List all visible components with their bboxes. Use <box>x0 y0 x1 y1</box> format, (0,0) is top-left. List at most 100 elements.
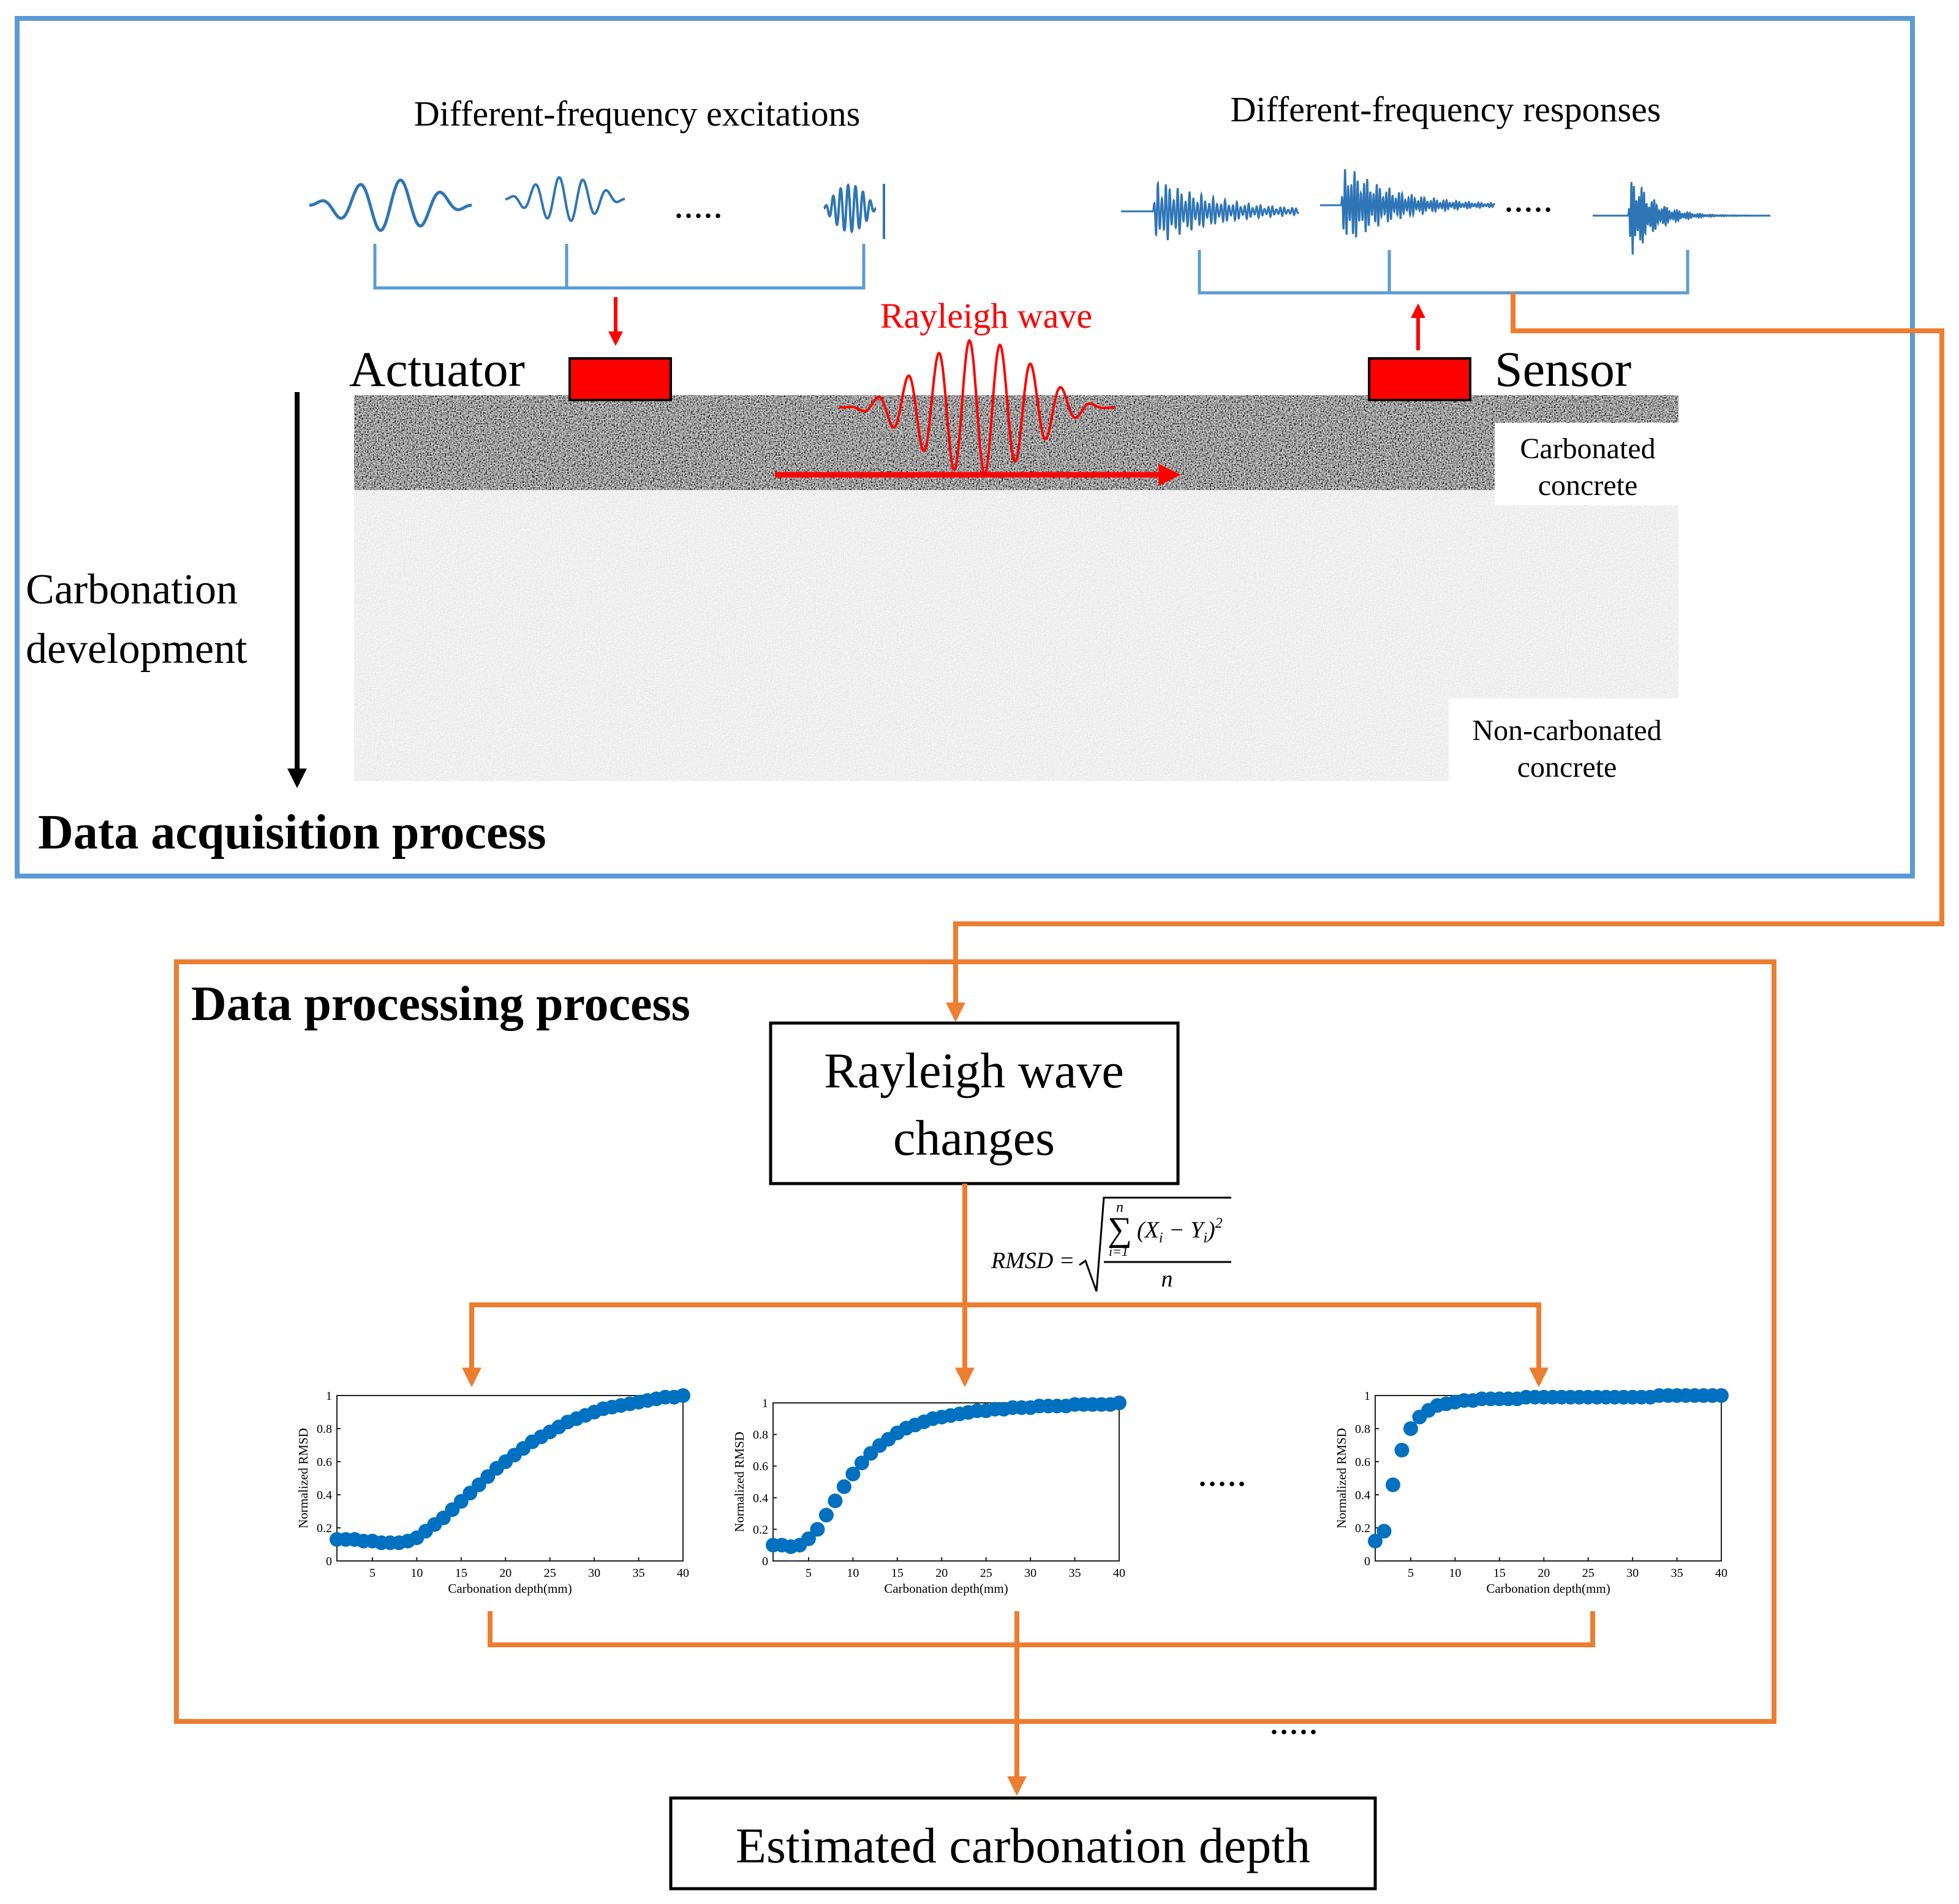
rmsd-plot-2: 5 10 15 20 25 30 35 40 0 0.2 0.4 0.6 0.8 1Carbonation… <box>732 1396 1127 1596</box>
data-point <box>854 1456 869 1471</box>
acquisition-box <box>15 16 1915 878</box>
carbonation-label-line2: development <box>26 625 247 673</box>
x-tick-label: 40 <box>1113 1566 1125 1580</box>
excitation-wave-3 <box>823 183 885 239</box>
carbonated-label-line2: concrete <box>1538 469 1638 502</box>
data-point <box>1112 1396 1127 1410</box>
x-tick-label: 5 <box>1408 1566 1414 1580</box>
data-point <box>828 1493 843 1508</box>
connector-to-left-plot <box>469 1302 1541 1383</box>
connector-responses-to-processing <box>946 293 1944 1022</box>
plot-frame <box>336 1395 684 1562</box>
sensor-label: Sensor <box>1495 341 1631 397</box>
sensor-icon <box>1368 357 1471 401</box>
formula-lhs: RMSD = <box>991 1248 1074 1274</box>
rayleigh-changes-box <box>769 1021 1180 1185</box>
rayleigh-changes-line1: Rayleigh wave <box>824 1043 1124 1098</box>
data-point <box>818 1508 834 1523</box>
x-tick-label: 30 <box>1024 1566 1036 1580</box>
rayleigh-wave-label: Rayleigh wave <box>880 296 1092 336</box>
data-point <box>845 1467 861 1482</box>
x-axis-label: Carbonation depth(mm) <box>884 1581 1008 1596</box>
y-tick-label: 0.6 <box>1355 1456 1370 1469</box>
x-tick-label: 35 <box>633 1566 645 1580</box>
label-bg-noncarbonated <box>1449 698 1678 784</box>
y-tick-label: 0.8 <box>753 1429 768 1442</box>
x-tick-label: 35 <box>1671 1566 1683 1580</box>
y-axis-label: Normalized RMSD <box>1334 1428 1349 1528</box>
x-tick-label: 15 <box>891 1566 904 1580</box>
y-tick-label: 0 <box>762 1555 768 1568</box>
x-tick-label: 10 <box>847 1566 859 1580</box>
data-point <box>1394 1443 1410 1458</box>
x-axis-label: Carbonation depth(mm) <box>448 1581 572 1596</box>
x-tick-label: 15 <box>455 1566 467 1580</box>
y-tick-label: 0 <box>326 1555 332 1568</box>
plot-frame <box>1375 1395 1722 1562</box>
x-tick-label: 5 <box>806 1566 812 1580</box>
data-point <box>1368 1533 1383 1549</box>
y-tick-label: 0 <box>1364 1555 1370 1568</box>
y-tick-label: 0.6 <box>317 1456 332 1469</box>
y-tick-label: 1 <box>326 1389 332 1403</box>
data-point <box>1403 1421 1418 1436</box>
y-tick-label: 0.2 <box>317 1522 332 1535</box>
excitations-title: Different-frequency excitations <box>414 94 860 134</box>
data-point <box>1714 1388 1729 1403</box>
estimated-depth-label: Estimated carbonation depth <box>736 1818 1310 1873</box>
rmsd-formula: RMSD = n ∑ i=1 (Xi − Yi)2 n <box>991 1196 1231 1292</box>
y-tick-label: 0.8 <box>317 1422 332 1436</box>
x-tick-label: 30 <box>588 1566 600 1580</box>
data-point <box>676 1388 690 1403</box>
y-tick-label: 1 <box>1364 1389 1370 1403</box>
x-tick-label: 40 <box>677 1566 689 1580</box>
y-tick-label: 0.2 <box>1355 1522 1370 1535</box>
excitation-wave-2 <box>505 176 625 222</box>
x-tick-label: 10 <box>1449 1566 1461 1580</box>
formula-radical <box>1079 1196 1231 1292</box>
x-tick-label: 35 <box>1069 1566 1081 1580</box>
formula-term: (Xi − Yi)2 <box>1137 1215 1223 1246</box>
y-tick-label: 0.2 <box>753 1523 768 1536</box>
x-tick-label: 25 <box>1582 1566 1595 1580</box>
data-point <box>1385 1477 1400 1492</box>
y-tick-label: 1 <box>762 1397 768 1410</box>
formula-sum: ∑ <box>1108 1211 1132 1249</box>
actuator-icon <box>568 357 672 401</box>
rayleigh-changes-line2: changes <box>893 1110 1055 1166</box>
acquisition-section-title: Data acquisition process <box>38 806 546 859</box>
response-bracket <box>1198 250 1689 295</box>
processing-box <box>174 959 1776 1724</box>
x-tick-label: 5 <box>369 1566 376 1580</box>
noncarbonated-label-line1: Non-carbonated <box>1472 714 1661 747</box>
x-tick-label: 25 <box>980 1566 992 1580</box>
x-tick-label: 20 <box>935 1566 948 1580</box>
connector-plots-merge <box>488 1611 1595 1647</box>
x-axis-label: Carbonation depth(mm) <box>1486 1581 1610 1596</box>
x-tick-label: 20 <box>1538 1566 1550 1580</box>
responses-ellipsis: ..... <box>1504 176 1553 220</box>
plot-frame <box>772 1402 1120 1562</box>
y-tick-label: 0.4 <box>317 1489 332 1502</box>
y-tick-label: 0.8 <box>1355 1422 1370 1436</box>
y-tick-label: 0.6 <box>753 1460 768 1473</box>
carbonation-label-line1: Carbonation <box>26 566 238 613</box>
data-point <box>801 1531 816 1546</box>
response-wave-2 <box>1320 168 1496 238</box>
x-tick-label: 25 <box>544 1566 556 1580</box>
x-tick-label: 15 <box>1493 1566 1506 1580</box>
data-point <box>836 1479 851 1494</box>
y-axis-label: Normalized RMSD <box>296 1428 311 1528</box>
actuator-label: Actuator <box>349 341 525 397</box>
x-tick-label: 10 <box>410 1566 423 1580</box>
y-tick-label: 0.4 <box>753 1492 768 1505</box>
response-wave-1 <box>1121 180 1300 241</box>
excitations-ellipsis: ..... <box>674 183 723 226</box>
noncarbonated-label-line2: concrete <box>1517 751 1617 784</box>
rayleigh-wave-packet <box>839 339 1115 476</box>
data-point <box>1376 1524 1392 1539</box>
excitation-wave-1 <box>309 178 472 232</box>
